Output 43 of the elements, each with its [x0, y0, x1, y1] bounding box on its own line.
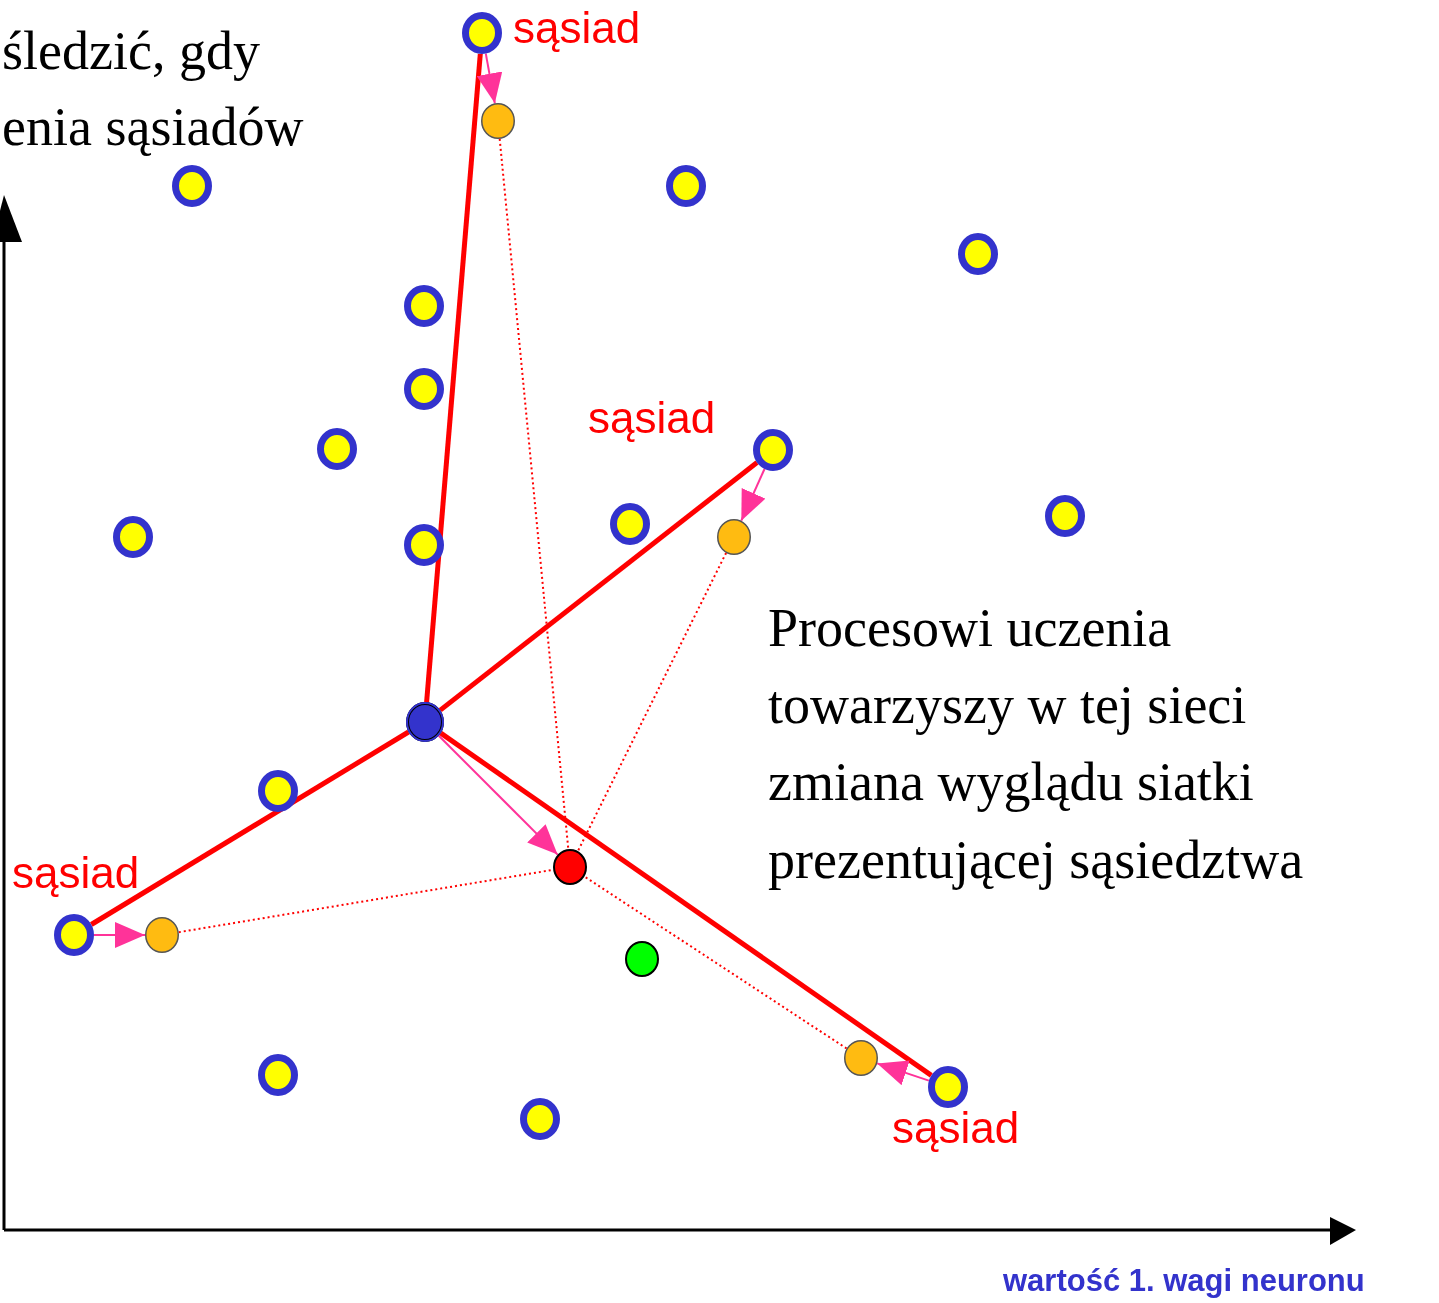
connection-line — [90, 729, 410, 927]
winner-neuron-circle — [406, 702, 444, 742]
neuron-circle — [258, 1054, 298, 1096]
arrow — [740, 468, 766, 522]
axis-label: wartość 1. wagi neuronu — [1003, 1262, 1366, 1300]
moved-neuron-circle — [717, 519, 751, 555]
neighbor-label: sąsiad — [892, 1106, 1020, 1150]
neuron-circle — [404, 368, 444, 410]
neuron-circle — [928, 1066, 968, 1108]
arrow — [93, 922, 146, 948]
neuron-circle — [520, 1098, 560, 1140]
neuron-circle — [317, 428, 357, 470]
arrow — [876, 1060, 930, 1086]
neuron-circle — [404, 285, 444, 327]
arrow — [476, 52, 503, 105]
arrow — [437, 734, 559, 856]
neuron-circle — [258, 770, 298, 812]
neuron-circle — [666, 165, 706, 207]
connection-line — [424, 53, 483, 703]
point-circle — [625, 941, 659, 977]
neuron-circle — [172, 165, 212, 207]
moved-neuron-circle — [481, 103, 515, 139]
moved-neuron-circle — [145, 917, 179, 953]
connection-line — [438, 460, 759, 713]
dotted-line — [576, 551, 728, 853]
input-point-circle — [553, 849, 587, 885]
neighbor-label: sąsiad — [513, 6, 641, 50]
neighbor-label: sąsiad — [588, 396, 716, 440]
neuron-circle — [54, 914, 94, 956]
neighbor-label: sąsiad — [12, 851, 140, 895]
connection-line — [439, 731, 933, 1078]
neuron-circle — [404, 524, 444, 566]
dotted-line — [583, 875, 848, 1050]
moved-neuron-circle — [844, 1040, 878, 1076]
neuron-circle — [1045, 495, 1085, 537]
description-text: śledzić, gdy enia sąsiadów — [2, 20, 305, 159]
neuron-circle — [753, 429, 793, 471]
neuron-circle — [610, 503, 650, 545]
neuron-circle — [113, 516, 153, 558]
description-text: Procesowi uczenia towarzyszy w tej sieci zmiana wyglądu siatki prezentującej sąsiedztwa — [768, 597, 1305, 892]
dotted-line — [498, 137, 570, 851]
neuron-circle — [462, 12, 502, 54]
neuron-circle — [958, 233, 998, 275]
